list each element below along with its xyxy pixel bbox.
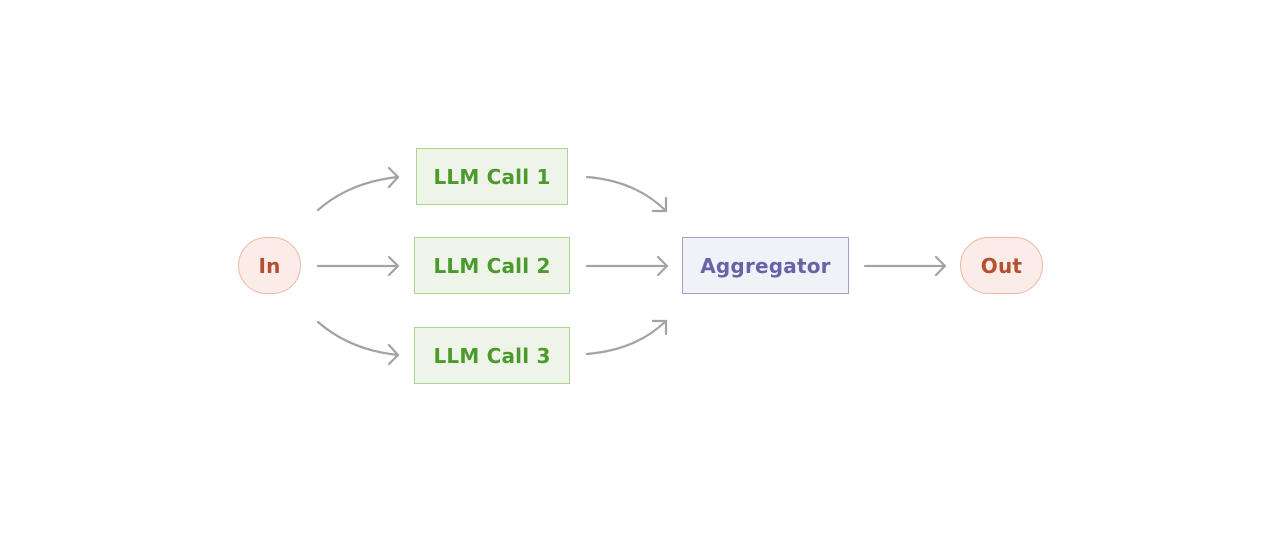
arrow-in-to-llm-call-3 bbox=[316, 320, 400, 366]
aggregator-label: Aggregator bbox=[700, 253, 831, 278]
arrow-llm-call-3-to-aggregator bbox=[585, 319, 668, 356]
arrow-in-to-llm-call-3-head bbox=[387, 343, 400, 366]
llm-call-3-label: LLM Call 3 bbox=[433, 343, 551, 368]
arrow-llm-call-3-to-aggregator-line bbox=[585, 319, 668, 356]
arrow-llm-call-1-to-aggregator-line bbox=[585, 175, 668, 213]
arrow-llm-call-1-to-aggregator-head bbox=[651, 196, 668, 213]
input-node: In bbox=[238, 237, 301, 294]
llm-call-2-node: LLM Call 2 bbox=[414, 237, 570, 294]
arrow-in-to-llm-call-1 bbox=[316, 166, 400, 212]
llm-call-3-node: LLM Call 3 bbox=[414, 327, 570, 384]
arrow-in-to-llm-call-2 bbox=[316, 255, 400, 277]
output-node-label: Out bbox=[980, 253, 1023, 278]
arrow-llm-call-2-to-aggregator-head bbox=[656, 255, 669, 277]
llm-call-2-label: LLM Call 2 bbox=[433, 253, 551, 278]
output-node: Out bbox=[960, 237, 1043, 294]
llm-call-1-node: LLM Call 1 bbox=[416, 148, 568, 205]
arrow-llm-call-1-to-aggregator bbox=[585, 175, 668, 213]
arrow-aggregator-to-out-head bbox=[934, 255, 947, 277]
llm-call-1-label: LLM Call 1 bbox=[433, 164, 551, 189]
arrow-aggregator-to-out bbox=[863, 255, 947, 277]
arrow-llm-call-3-to-aggregator-head bbox=[651, 319, 668, 336]
arrow-llm-call-2-to-aggregator bbox=[585, 255, 669, 277]
arrow-in-to-llm-call-3-line bbox=[316, 320, 400, 357]
arrow-in-to-llm-call-2-head bbox=[387, 255, 400, 277]
input-node-label: In bbox=[258, 253, 281, 278]
arrow-in-to-llm-call-1-line bbox=[316, 175, 400, 212]
aggregator-node: Aggregator bbox=[682, 237, 849, 294]
arrow-in-to-llm-call-1-head bbox=[387, 166, 400, 189]
